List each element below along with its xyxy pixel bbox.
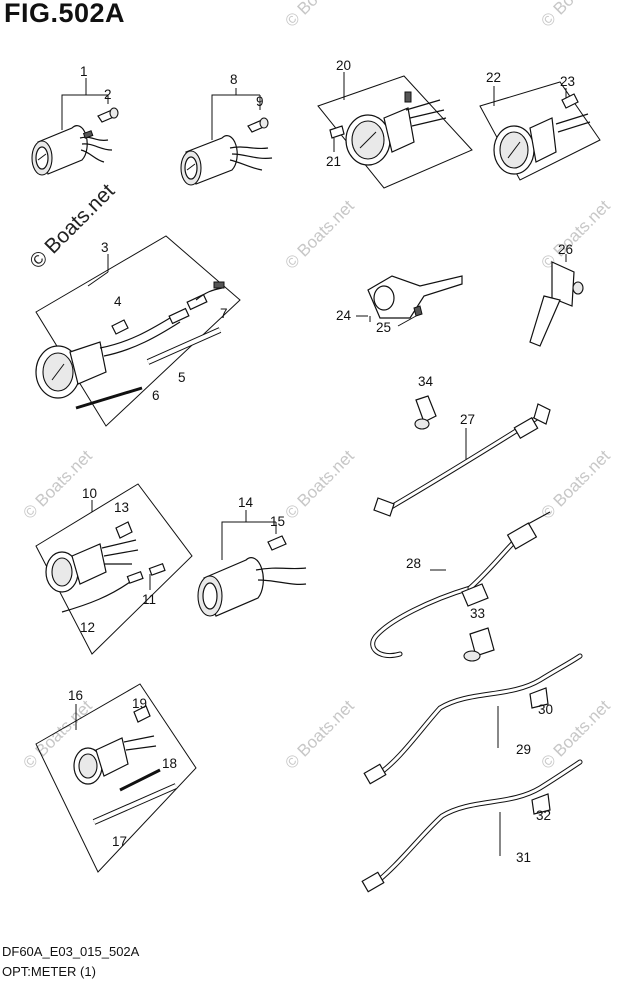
harness-29 bbox=[363, 653, 583, 785]
callout-11: 11 bbox=[142, 592, 156, 607]
watermark: © Boats.net bbox=[281, 696, 358, 773]
watermark: © Boats.net bbox=[537, 196, 614, 273]
callout-6: 6 bbox=[152, 388, 160, 403]
cable-27 bbox=[373, 395, 551, 517]
harness-31 bbox=[361, 759, 583, 893]
callout-10: 10 bbox=[82, 486, 97, 501]
watermark: © Boats.net bbox=[537, 446, 614, 523]
callout-22: 22 bbox=[486, 70, 501, 85]
callout-26: 26 bbox=[558, 242, 573, 257]
watermark: © Boats.net bbox=[19, 446, 96, 523]
callout-24: 24 bbox=[336, 308, 352, 323]
callout-1: 1 bbox=[80, 64, 88, 79]
callout-34: 34 bbox=[418, 374, 434, 389]
callout-9: 9 bbox=[256, 94, 264, 109]
gauge-10-box bbox=[35, 483, 193, 655]
callout-layer: 1 2 3 4 5 6 7 8 9 10 11 12 13 14 15 16 1… bbox=[68, 58, 575, 865]
callout-21: 21 bbox=[326, 154, 341, 169]
callout-20: 20 bbox=[336, 58, 351, 73]
watermark: © Boats.net bbox=[25, 179, 119, 273]
cable-28 bbox=[370, 511, 551, 662]
gauge-20-box bbox=[317, 72, 473, 189]
watermark: © Boats.net bbox=[537, 0, 614, 31]
callout-2: 2 bbox=[104, 87, 112, 102]
gauge-8 bbox=[180, 88, 273, 186]
figure-code: DF60A_E03_015_502A bbox=[2, 944, 140, 959]
callout-27: 27 bbox=[460, 412, 475, 427]
callout-4: 4 bbox=[114, 294, 122, 309]
section-label: OPT:METER (1) bbox=[2, 964, 96, 979]
callout-5: 5 bbox=[178, 370, 186, 385]
gauge-14 bbox=[197, 510, 307, 617]
callout-32: 32 bbox=[536, 808, 551, 823]
watermark: © Boats.net bbox=[281, 196, 358, 273]
callout-15: 15 bbox=[270, 514, 285, 529]
figure-title: FIG.502A bbox=[4, 0, 126, 28]
bracket-24 bbox=[356, 275, 463, 327]
gauge-16-box bbox=[35, 683, 197, 873]
watermark: © Boats.net bbox=[281, 0, 358, 31]
callout-8: 8 bbox=[230, 72, 238, 87]
callout-23: 23 bbox=[560, 74, 575, 89]
callout-3: 3 bbox=[101, 240, 109, 255]
bracket-26 bbox=[529, 254, 584, 347]
callout-30: 30 bbox=[538, 702, 553, 717]
callout-28: 28 bbox=[406, 556, 421, 571]
callout-31: 31 bbox=[516, 850, 531, 865]
callout-16: 16 bbox=[68, 688, 83, 703]
watermark: © Boats.net bbox=[281, 446, 358, 523]
callout-13: 13 bbox=[114, 500, 129, 515]
gauge-1 bbox=[31, 78, 119, 176]
callout-17: 17 bbox=[112, 834, 127, 849]
callout-14: 14 bbox=[238, 495, 254, 510]
callout-29: 29 bbox=[516, 742, 531, 757]
callout-19: 19 bbox=[132, 696, 147, 711]
gauge-3-box bbox=[35, 235, 241, 427]
callout-7: 7 bbox=[220, 306, 228, 321]
callout-12: 12 bbox=[80, 620, 95, 635]
callout-25: 25 bbox=[376, 320, 391, 335]
callout-33: 33 bbox=[470, 606, 485, 621]
gauge-22-box bbox=[479, 81, 601, 181]
callout-18: 18 bbox=[162, 756, 177, 771]
